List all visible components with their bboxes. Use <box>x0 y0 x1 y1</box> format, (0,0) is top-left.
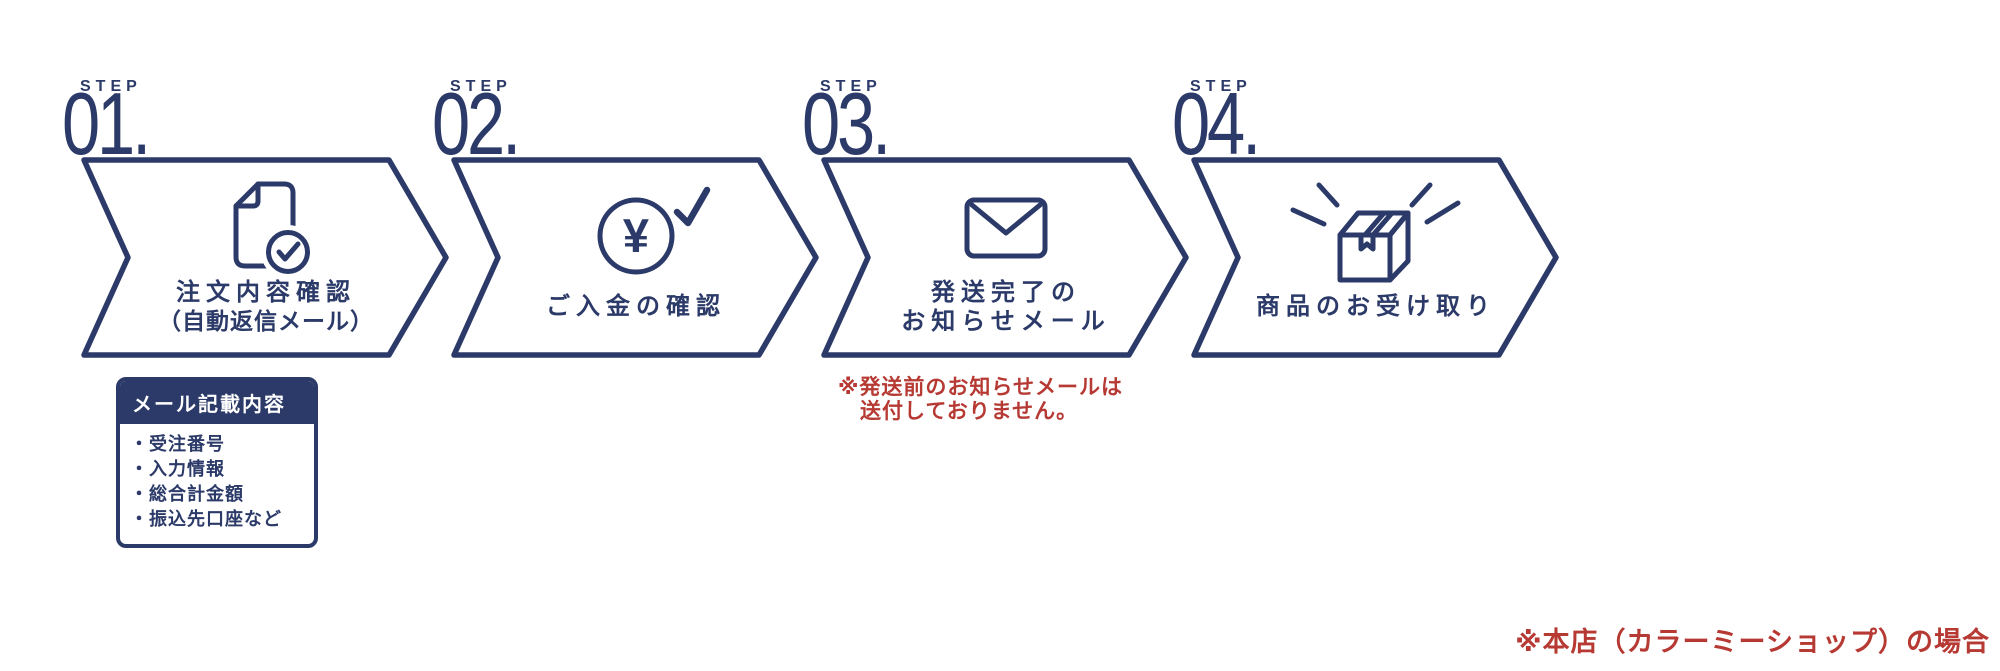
step-1-label: STEP <box>80 78 142 95</box>
yen-symbol: ¥ <box>623 209 649 262</box>
shipping-note-line-2: 送付しておりません。 <box>860 400 1079 423</box>
step-3-title-line-1: 発送完了の <box>931 279 1081 306</box>
mail-contents-list: ・受注番号 ・入力情報 ・総合計金額 ・振込先口座など <box>120 424 314 544</box>
step-1-number: 01. <box>62 74 151 173</box>
step-3-number: 03. <box>802 74 891 173</box>
yen-coin-check-icon: ¥ <box>597 186 711 275</box>
step-1-title-line-2: （自動返信メール） <box>158 308 374 334</box>
step-3-title-line-2: お知らせメール <box>901 308 1111 335</box>
step-1-title-line-1: 注文内容確認 <box>176 279 356 306</box>
shipping-note: ※発送前のお知らせメールは 送付しておりません。 <box>838 376 1123 424</box>
step-4-label: STEP <box>1190 78 1252 95</box>
step-4-title: 商品のお受け取り <box>1190 292 1562 321</box>
mail-item-order-number: ・受注番号 <box>130 434 225 454</box>
step-2-label: STEP <box>450 78 512 95</box>
step-3-shipping-notice: STEP 03. 発送完了の お知らせメール <box>802 0 1192 390</box>
step-1-order-confirmation: STEP 01. 注文内容確認 （自動返信メール） <box>62 0 452 390</box>
mail-contents-box: メール記載内容 ・受注番号 ・入力情報 ・総合計金額 ・振込先口座など <box>116 377 318 548</box>
shipping-note-line-1: ※発送前のお知らせメールは <box>838 376 1123 399</box>
step-4-title-line-1: 商品のお受け取り <box>1256 293 1496 320</box>
step-4-number: 04. <box>1172 74 1261 173</box>
mail-envelope-icon <box>964 197 1048 259</box>
step-3-title: 発送完了の お知らせメール <box>820 278 1192 336</box>
step-1-title: 注文内容確認 （自動返信メール） <box>80 278 452 336</box>
step-2-arrow-shape <box>451 157 819 358</box>
step-3-label: STEP <box>820 78 882 95</box>
step-4-arrow-shape <box>1191 157 1559 358</box>
step-2-number: 02. <box>432 74 521 173</box>
document-check-icon <box>233 181 315 276</box>
mail-contents-header: メール記載内容 <box>120 381 314 424</box>
store-footnote: ※本店（カラーミーショップ）の場合 <box>1515 627 1990 657</box>
mail-item-total-amount: ・総合計金額 <box>130 484 244 504</box>
step-4-receive-product: STEP 04. 商品のお受け取り <box>1172 0 1562 390</box>
step-2-title: ご入金の確認 <box>450 292 822 321</box>
step-2-title-line-1: ご入金の確認 <box>546 293 726 320</box>
package-box-icon <box>1290 182 1461 283</box>
mail-item-bank-account: ・振込先口座など <box>130 509 282 529</box>
mail-item-input-info: ・入力情報 <box>130 459 225 479</box>
step-2-payment-confirmation: STEP 02. ¥ ご入金の確認 <box>432 0 822 390</box>
